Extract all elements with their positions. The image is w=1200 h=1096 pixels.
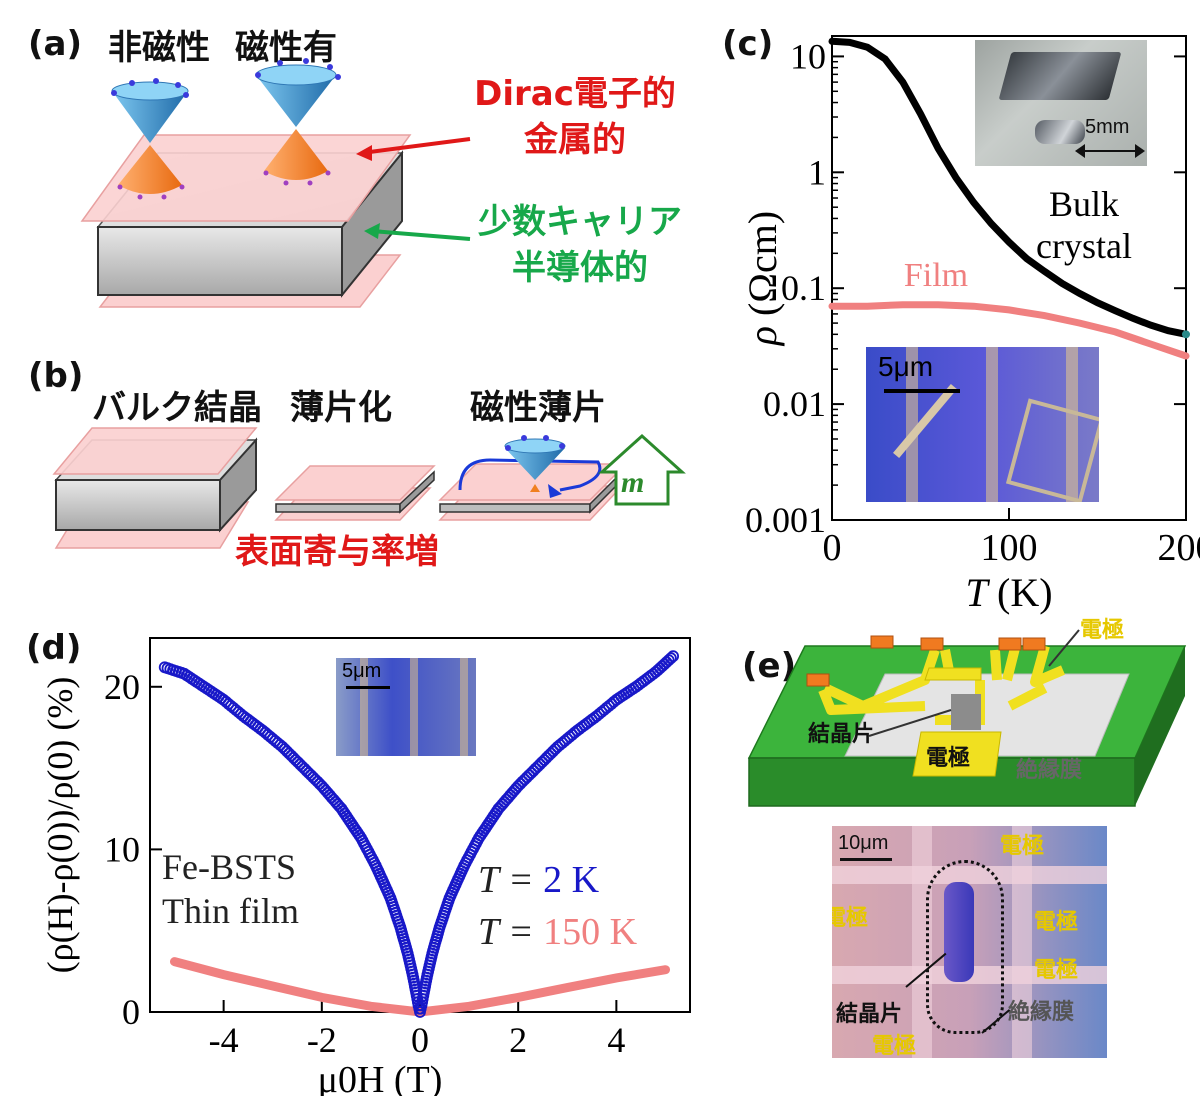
micro-electrode-label-4: 電極 — [1034, 958, 1079, 983]
magnetization-arrow — [598, 433, 686, 506]
panel-b-title-mag: 磁性薄片 — [470, 388, 606, 428]
y-tick-label: 20 — [104, 667, 140, 707]
upper-dirac-cone-1 — [112, 85, 188, 143]
surface-contribution-label: 表面寄与率増 — [235, 532, 439, 572]
device-schematic — [747, 629, 1187, 807]
y-tick-label: 0 — [122, 992, 140, 1032]
bulk-series-label-1: Bulk — [1049, 184, 1119, 224]
panel-a-label: (a) — [28, 24, 83, 64]
center-electrode — [912, 731, 1002, 777]
micro-electrode-label-3: 電極 — [1034, 910, 1079, 935]
slab-side-face — [341, 150, 403, 298]
e-micro-scale-label: 10μm — [838, 832, 889, 854]
legend-T2-prefix: T = — [478, 859, 544, 901]
film-series-label: Film — [904, 257, 968, 294]
edge-current-loop — [458, 458, 602, 492]
sample-label-line2: Thin film — [162, 891, 299, 931]
x-tick-label: -2 — [307, 1020, 337, 1060]
surface-pointer-arrow — [361, 137, 471, 155]
x-tick-label: 200 — [1158, 527, 1200, 569]
bulk-series-label-2: crystal — [1036, 226, 1132, 266]
legend-T150-prefix: T = — [478, 911, 544, 953]
mag-thin-slab — [439, 503, 591, 513]
panel-a-schematic — [80, 58, 471, 308]
panel-d-label: (d) — [26, 628, 82, 668]
bulk-slab — [55, 479, 221, 531]
x-tick-label: 0 — [411, 1020, 429, 1060]
series-line-film — [828, 301, 1190, 360]
surface-label-line1: Dirac電子的 — [474, 74, 676, 114]
legend-T150: T = 150 K — [478, 910, 637, 954]
electrode-label-center: 電極 — [926, 746, 971, 771]
y-tick-label: 10 — [790, 36, 826, 76]
panel-a-title-mag: 磁性有 — [235, 28, 337, 68]
bulk-crystal-photo: 5mm — [975, 40, 1147, 166]
panel-e-label: (e) — [742, 646, 797, 686]
y-tick-label: 10 — [104, 829, 140, 869]
d-micro-scale-label: 5μm — [342, 660, 382, 682]
thin-slab — [275, 503, 401, 513]
lower-dirac-cone-1 — [118, 145, 182, 194]
micro-electrode-label-2: 電極 — [832, 906, 869, 931]
d-device-micrograph: 5μm — [336, 658, 476, 756]
x-axis-label: μ0H (T) — [318, 1059, 443, 1096]
magnetization-label: m — [621, 466, 645, 499]
panel-b-schematic — [52, 427, 686, 549]
micro-electrode-label-5: 電極 — [872, 1034, 917, 1058]
bulk-pointer-arrow — [371, 229, 471, 241]
bulk-label-line2: 半導体的 — [512, 248, 648, 288]
panel-c-label: (c) — [722, 24, 774, 64]
y-axis-label: ρ (Ωcm) — [740, 211, 785, 347]
bulk-label-line1: 少数キャリア — [478, 202, 682, 242]
photo-scale-label: 5mm — [1085, 116, 1130, 138]
legend-T2-value: 2 K — [543, 859, 600, 901]
panel-b-title-bulk: バルク結晶 — [92, 388, 262, 428]
x-tick-label: 100 — [981, 527, 1038, 569]
y-tick-label: 0.1 — [781, 268, 826, 308]
data-point-2K — [665, 652, 677, 665]
legend-T2: T = 2 K — [478, 858, 599, 902]
device-micrograph: 10μm 電極 電極 電極 電極 電極 結晶片 絶縁膜 — [832, 826, 1107, 1058]
electrode-label-top: 電極 — [1080, 618, 1125, 643]
panel-b-label: (b) — [28, 356, 84, 396]
x-axis-label: T (K) — [965, 570, 1052, 615]
x-tick-label: 0 — [823, 527, 842, 569]
y-tick-label: 0.001 — [745, 500, 826, 540]
crystal-label: 結晶片 — [808, 722, 875, 747]
series-line-bulk — [828, 37, 1190, 338]
crystal-flake — [951, 694, 981, 730]
micro-crystal-label: 結晶片 — [836, 1002, 903, 1027]
micro-electrode-label-1: 電極 — [1000, 834, 1045, 859]
data-point-2K — [667, 650, 679, 663]
lower-dirac-cone-2 — [264, 129, 328, 180]
micro-insulator-label: 絶縁膜 — [1008, 1000, 1075, 1025]
surface-label-line2: 金属的 — [524, 120, 626, 160]
panel-b-title-thin: 薄片化 — [290, 388, 392, 428]
micro-flake-outline — [926, 860, 1004, 1034]
x-tick-label: -4 — [209, 1020, 239, 1060]
sample-label-line1: Fe-BSTS — [162, 847, 297, 887]
electrode-wiring — [818, 644, 1065, 715]
y-tick-label: 0.01 — [763, 384, 826, 424]
insulator-label: 絶縁膜 — [1016, 758, 1083, 783]
thin-top-sheet — [274, 465, 436, 501]
panel-a-title-nonmag: 非磁性 — [108, 28, 210, 68]
bulk-top-sheet — [52, 427, 258, 475]
micro-scale-bar — [884, 389, 960, 393]
y-axis-label: (ρ(H)-ρ(0))/ρ(0) (%) — [40, 677, 80, 974]
photo-scale-arrow — [1079, 150, 1141, 152]
x-tick-label: 2 — [509, 1020, 527, 1060]
slab-front-face — [97, 226, 343, 296]
y-tick-label: 1 — [808, 152, 826, 192]
x-tick-label: 4 — [607, 1020, 625, 1060]
micro-scale-label: 5μm — [878, 351, 934, 382]
series-line-150K — [170, 957, 670, 1017]
legend-T150-value: 150 K — [543, 911, 638, 953]
magnetoresistance-chart: -4 -2 0 2 4 0 10 20 μ0H (T) (ρ(H)-ρ(0))/ρ(0) (%) — [40, 637, 691, 1096]
bulk-end-point — [1182, 330, 1190, 339]
film-device-micrograph: 5μm — [866, 347, 1099, 502]
